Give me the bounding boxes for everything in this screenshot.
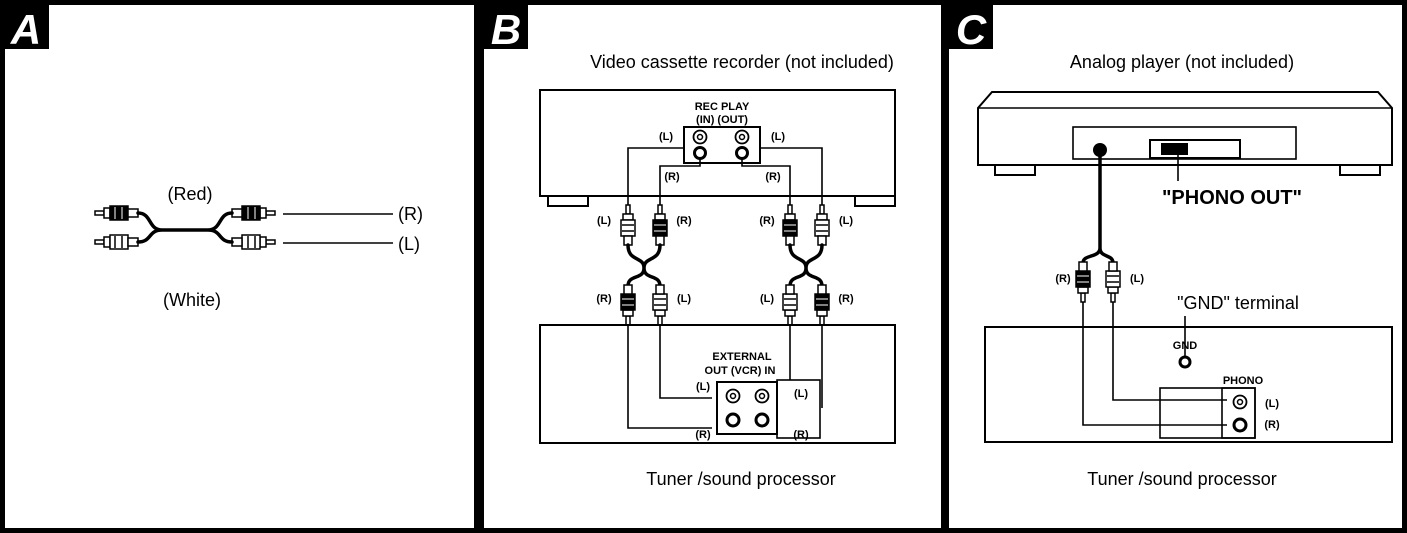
vcr-rec-l-jack-core [696, 133, 704, 141]
phono-out-jack [1161, 143, 1188, 155]
cable-c [1081, 148, 1115, 265]
plug-b-label-5: (R) [596, 293, 612, 305]
vcr-foot-right [854, 195, 896, 207]
panel-a-content: A (Red) (White) (R) (L) [5, 5, 423, 310]
wire-rec-r [659, 159, 701, 206]
gnd-label: GND [1173, 340, 1198, 352]
tuner-c-title: Tuner /sound processor [1087, 469, 1276, 489]
cable-a [136, 211, 234, 244]
in-out-label: (IN) (OUT) [696, 114, 748, 126]
white-label: (White) [163, 290, 221, 310]
wire-play-r [741, 159, 791, 206]
wire-phono-r [1082, 302, 1227, 426]
panel-a [5, 5, 474, 528]
player-foot-right [1339, 164, 1381, 176]
gnd-terminal-label: "GND" terminal [1177, 293, 1299, 313]
phono-out-label: "PHONO OUT" [1162, 187, 1302, 209]
vcr-play-r-jack [735, 146, 749, 160]
vcr-foot-left [547, 195, 589, 207]
panel-a-letter: A [10, 6, 41, 53]
vcr-rec-r-jack [693, 146, 707, 160]
phono-r-label: (R) [1264, 419, 1280, 431]
vcr-title: Video cassette recorder (not included) [590, 52, 894, 72]
tuner-b-r-label-left: (R) [695, 429, 711, 441]
wire-out-r [627, 325, 712, 429]
wire-rec-l [627, 147, 684, 206]
vcr-l-label-left: (L) [659, 131, 673, 143]
out-vcr-in-label: OUT (VCR) IN [705, 365, 776, 377]
phono-terminal-inner [1221, 387, 1256, 439]
phono-r-jack [1232, 417, 1248, 433]
panel-b-letter: B [491, 6, 521, 53]
panel-c-letter-box [949, 5, 993, 49]
panel-c [949, 5, 1402, 528]
plug-b-label-2: (R) [676, 215, 692, 227]
tuner-b-l-label-right: (L) [794, 388, 808, 400]
phono-l-jack-core [1236, 398, 1244, 406]
plug-c-r-label: (R) [1055, 273, 1071, 285]
cable-b-right [788, 243, 824, 288]
plug-b-label-8: (R) [838, 293, 854, 305]
plug-b-label-1: (L) [597, 215, 611, 227]
panel-a-l-label: (L) [398, 234, 420, 254]
red-label: (Red) [167, 184, 212, 204]
plug-b-label-3: (R) [759, 215, 775, 227]
wire-out-l [659, 325, 712, 399]
player-foot-left [994, 164, 1036, 176]
tuner-terminal-out [716, 381, 778, 435]
panel-b [484, 5, 941, 528]
player-title: Analog player (not included) [1070, 52, 1294, 72]
vcr-l-label-right: (L) [771, 131, 785, 143]
panel-a-letter-box [5, 5, 49, 49]
plug-b-label-6: (L) [677, 293, 691, 305]
tuner-b-title: Tuner /sound processor [646, 469, 835, 489]
panel-b-content: B Video cassette recorder (not included)… [484, 5, 896, 489]
external-label: EXTERNAL [712, 351, 772, 363]
vcr-r-label-left: (R) [664, 171, 680, 183]
panel-c-letter: C [956, 6, 987, 53]
gnd-terminal [1178, 355, 1192, 369]
vcr-r-label-right: (R) [765, 171, 781, 183]
plug-c-l-label: (L) [1130, 273, 1144, 285]
wire-play-l [760, 147, 823, 206]
tuner-body-c [984, 326, 1393, 443]
phono-l-label: (L) [1265, 398, 1279, 410]
plug-b-label-7: (L) [760, 293, 774, 305]
tuner-in-l-jack-core [758, 392, 766, 400]
cable-b-left [626, 243, 662, 288]
wire-phono-l [1112, 302, 1227, 401]
plug-b-label-4: (L) [839, 215, 853, 227]
phono-label: PHONO [1223, 375, 1264, 387]
panel-b-letter-box [484, 5, 528, 49]
rec-play-label: REC PLAY [695, 101, 750, 113]
vcr-play-l-jack-core [738, 133, 746, 141]
tuner-b-r-label-right: (R) [793, 429, 809, 441]
tuner-out-r-jack [725, 412, 741, 428]
panel-c-content: C Analog player (not included) "PHONO OU… [949, 5, 1393, 489]
tuner-terminal-in [776, 379, 821, 439]
tuner-in-r-jack [754, 412, 770, 428]
panel-a-r-label: (R) [398, 204, 423, 224]
tuner-out-l-jack-core [729, 392, 737, 400]
tuner-b-l-label-left: (L) [696, 381, 710, 393]
